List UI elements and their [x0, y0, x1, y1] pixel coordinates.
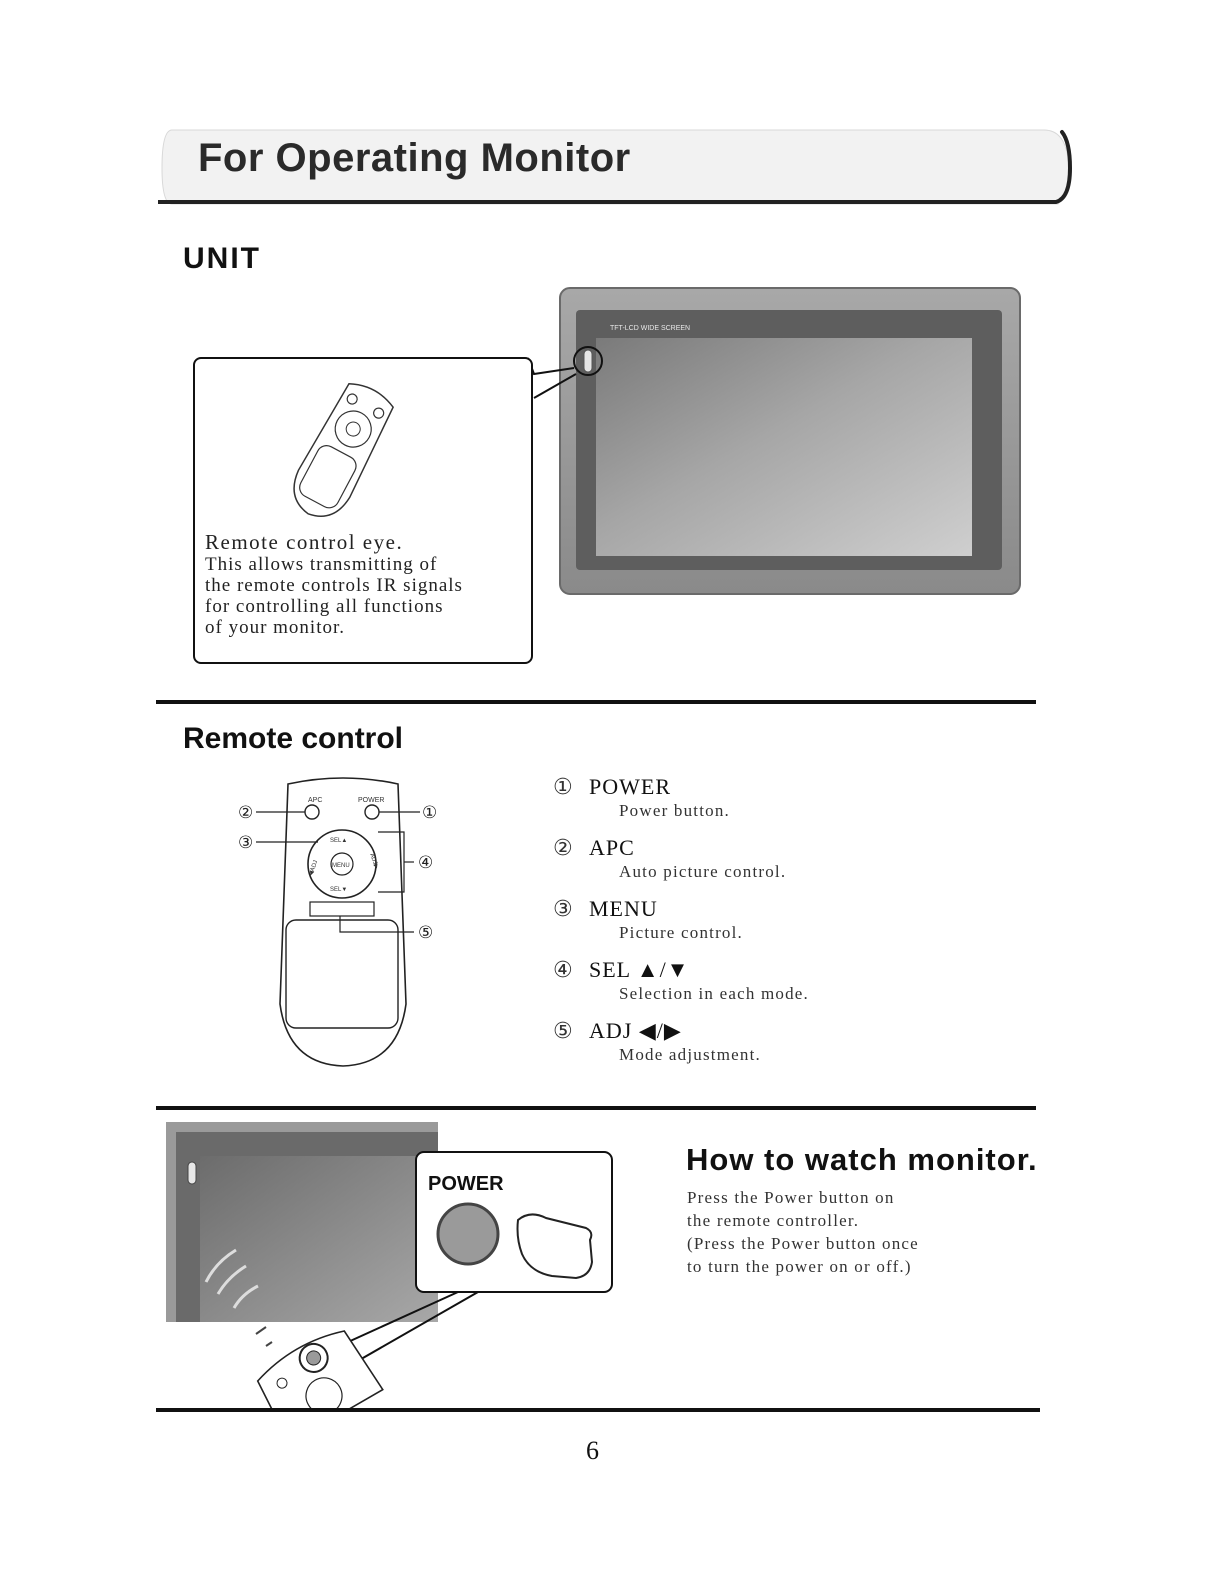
section-divider [156, 1106, 1036, 1110]
callout-number-3: ③ [238, 833, 253, 853]
ir-sensor-icon [583, 349, 593, 373]
legend-description: Power button. [619, 801, 730, 820]
power-label: POWER [358, 797, 384, 804]
instruction-line: Press the Power button on [687, 1188, 895, 1207]
instruction-line: (Press the Power button once [687, 1234, 919, 1253]
sel-up-label: SEL▲ [330, 838, 347, 844]
callout-line: the remote controls IR signals [205, 575, 463, 596]
remote-control-diagram: APC POWER MENU SEL▲ SEL▼ ◀ADJ ADJ▶ ② ① ③… [238, 777, 437, 1067]
legend-item-sel: ④ SEL ▲/▼ Selection in each mode. [553, 957, 993, 1018]
callout-number-1: ① [422, 803, 437, 823]
how-to-watch-instructions: Press the Power button on the remote con… [687, 1186, 919, 1278]
legend-number: ⑤ [553, 1018, 573, 1043]
legend-description: Picture control. [619, 923, 744, 942]
legend-title: SEL ▲/▼ [589, 957, 690, 982]
legend-item-menu: ③ MENU Picture control. [553, 896, 993, 957]
instruction-line: the remote controller. [687, 1211, 860, 1230]
remote-aiming-illustration [293, 382, 394, 517]
header-banner [158, 129, 1072, 205]
callout-number-2: ② [238, 803, 253, 823]
page-number: 6 [586, 1436, 599, 1465]
callout-line: for controlling all functions [205, 596, 444, 617]
callout-line: Remote control eye. [205, 530, 404, 554]
sel-down-label: SEL▼ [330, 887, 347, 893]
legend-title: POWER [589, 774, 671, 799]
legend-number: ④ [553, 957, 573, 982]
section-divider [156, 700, 1036, 704]
menu-label: MENU [332, 863, 350, 869]
legend-title: APC [589, 835, 635, 860]
legend-description: Auto picture control. [619, 862, 787, 881]
remote-control-heading: Remote control [183, 722, 404, 755]
power-button-icon [364, 804, 380, 820]
callout-line: This allows transmitting of [205, 554, 438, 575]
monitor-label: TFT-LCD WIDE SCREEN [610, 325, 690, 332]
apc-button-icon [304, 804, 320, 820]
legend-description: Mode adjustment. [619, 1045, 761, 1064]
legend-item-adj: ⑤ ADJ ◀/▶ Mode adjustment. [553, 1018, 993, 1079]
adj-left-label: ◀ADJ [308, 860, 319, 877]
menu-button-icon [330, 852, 354, 876]
power-button-icon [436, 1202, 500, 1266]
pointing-hand-icon [516, 1213, 594, 1280]
power-callout-label: POWER [428, 1173, 504, 1195]
legend-item-power: ① POWER Power button. [553, 774, 993, 835]
legend-description: Selection in each mode. [619, 984, 809, 1003]
section-divider [156, 1408, 1040, 1412]
callout-number-5: ⑤ [418, 923, 433, 943]
legend-item-apc: ② APC Auto picture control. [553, 835, 993, 896]
callout-number-4: ④ [418, 853, 433, 873]
instruction-line: to turn the power on or off.) [687, 1257, 912, 1276]
ir-sensor-icon [187, 1161, 197, 1185]
button-legend: ① POWER Power button. ② APC Auto picture… [553, 774, 993, 1079]
callout-line: of your monitor. [205, 617, 346, 638]
apc-label: APC [308, 797, 322, 804]
page-title: For Operating Monitor [198, 136, 631, 180]
callout-description: Remote control eye. This allows transmit… [205, 530, 535, 639]
how-to-watch-heading: How to watch monitor. [686, 1142, 1038, 1177]
legend-number: ② [553, 835, 573, 860]
adj-right-label: ADJ▶ [368, 853, 379, 870]
monitor-illustration: TFT-LCD WIDE SCREEN [559, 287, 1021, 595]
legend-title: ADJ ◀/▶ [589, 1018, 682, 1043]
legend-number: ③ [553, 896, 573, 921]
legend-number: ① [553, 774, 573, 799]
unit-heading: UNIT [183, 242, 261, 275]
power-on-illustration: POWER [166, 1122, 613, 1408]
legend-title: MENU [589, 896, 658, 921]
